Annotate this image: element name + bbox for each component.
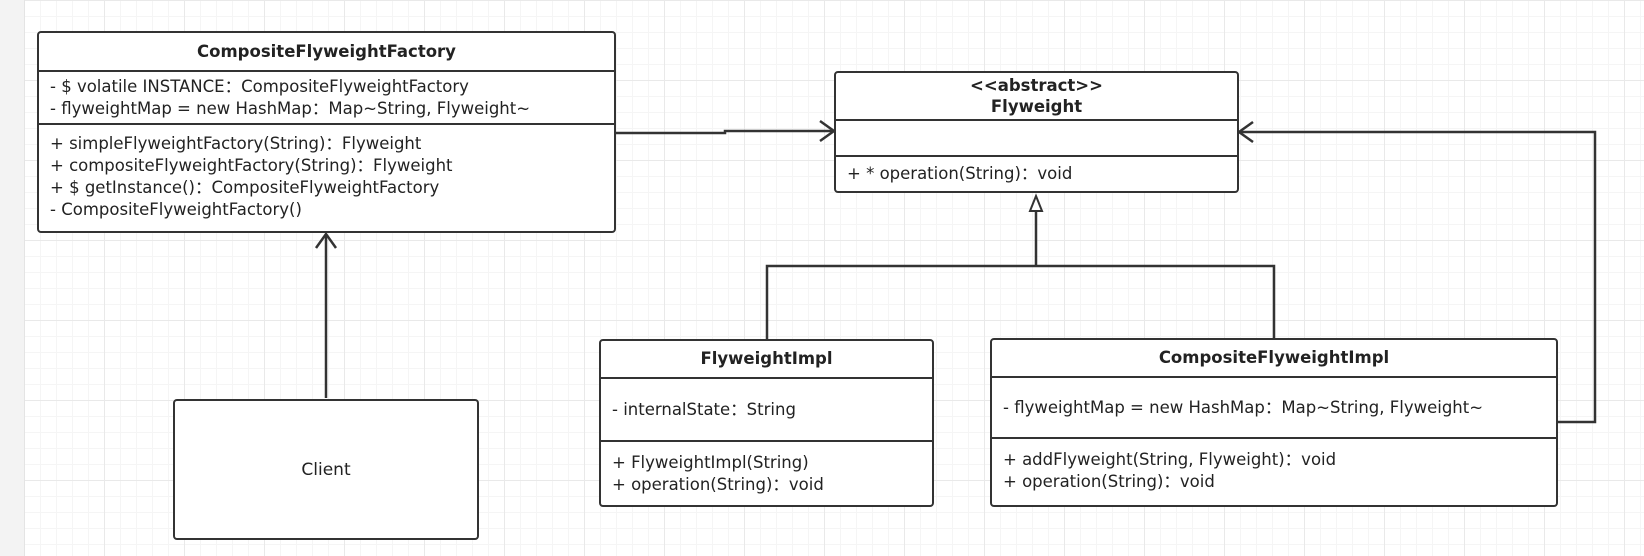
client-label: Client [301,459,351,480]
operation-row: + operation(String)：void [1003,472,1215,491]
class-flyweight[interactable]: <<abstract>> Flyweight + * operation(Str… [834,71,1239,193]
operations-section: + addFlyweight(String, Flyweight)：void +… [992,439,1556,493]
class-name-header: CompositeFlyweightFactory [39,33,614,72]
composite-to-flyweight-arrowhead [1236,120,1254,144]
attributes-section: - $ volatile INSTANCE：CompositeFlyweight… [39,72,614,125]
class-composite-flyweight-factory[interactable]: CompositeFlyweightFactory - $ volatile I… [37,31,616,233]
factory-to-flyweight-connector[interactable] [588,129,833,135]
class-name-header: FlyweightImpl [601,341,932,379]
class-flyweight-impl[interactable]: FlyweightImpl - internalState：String + F… [599,339,934,507]
operations-section: + FlyweightImpl(String) + operation(Stri… [601,442,932,496]
class-stereotype: <<abstract>> [970,76,1103,95]
inheritance-triangle-arrowhead [1028,193,1044,212]
class-name: Flyweight [990,97,1083,116]
attributes-section: - flyweightMap = new HashMap：Map~String,… [992,378,1556,439]
operation-row: - CompositeFlyweightFactory() [50,200,302,219]
operation-row: + * operation(String)：void [847,164,1073,183]
composite-to-flyweight-connector[interactable] [1239,130,1597,424]
client-to-factory-arrowhead [314,231,338,249]
operation-row: + simpleFlyweightFactory(String)：Flyweig… [50,134,422,153]
attribute-row: - $ volatile INSTANCE：CompositeFlyweight… [50,76,469,96]
left-panel-strip [0,0,25,556]
operation-row: + $ getInstance()：CompositeFlyweightFact… [50,178,440,197]
attributes-section [836,121,1237,157]
client-box[interactable]: Client [173,399,479,540]
operation-row: + addFlyweight(String, Flyweight)：void [1003,450,1337,469]
attribute-row: - flyweightMap = new HashMap：Map~String,… [1003,397,1484,417]
attribute-row: - internalState：String [612,399,796,419]
class-composite-flyweight-impl[interactable]: CompositeFlyweightImpl - flyweightMap = … [990,338,1558,507]
composite-impl-inheritance-connector[interactable] [1036,264,1276,338]
operation-row: + FlyweightImpl(String) [612,453,809,472]
operations-section: + simpleFlyweightFactory(String)：Flyweig… [39,125,614,221]
class-name: FlyweightImpl [700,349,833,368]
class-name: CompositeFlyweightFactory [197,41,456,61]
operations-section: + * operation(String)：void [836,157,1237,191]
class-name: CompositeFlyweightImpl [1158,348,1390,367]
operation-row: + operation(String)：void [612,475,824,494]
class-name-header: CompositeFlyweightImpl [992,340,1556,378]
class-name-header: <<abstract>> Flyweight [836,73,1237,121]
operation-row: + compositeFlyweightFactory(String)：Flyw… [50,156,453,175]
attribute-row: - flyweightMap = new HashMap：Map~String,… [50,98,531,118]
flyweight-impl-inheritance-connector[interactable] [765,264,1036,339]
attributes-section: - internalState：String [601,379,932,442]
